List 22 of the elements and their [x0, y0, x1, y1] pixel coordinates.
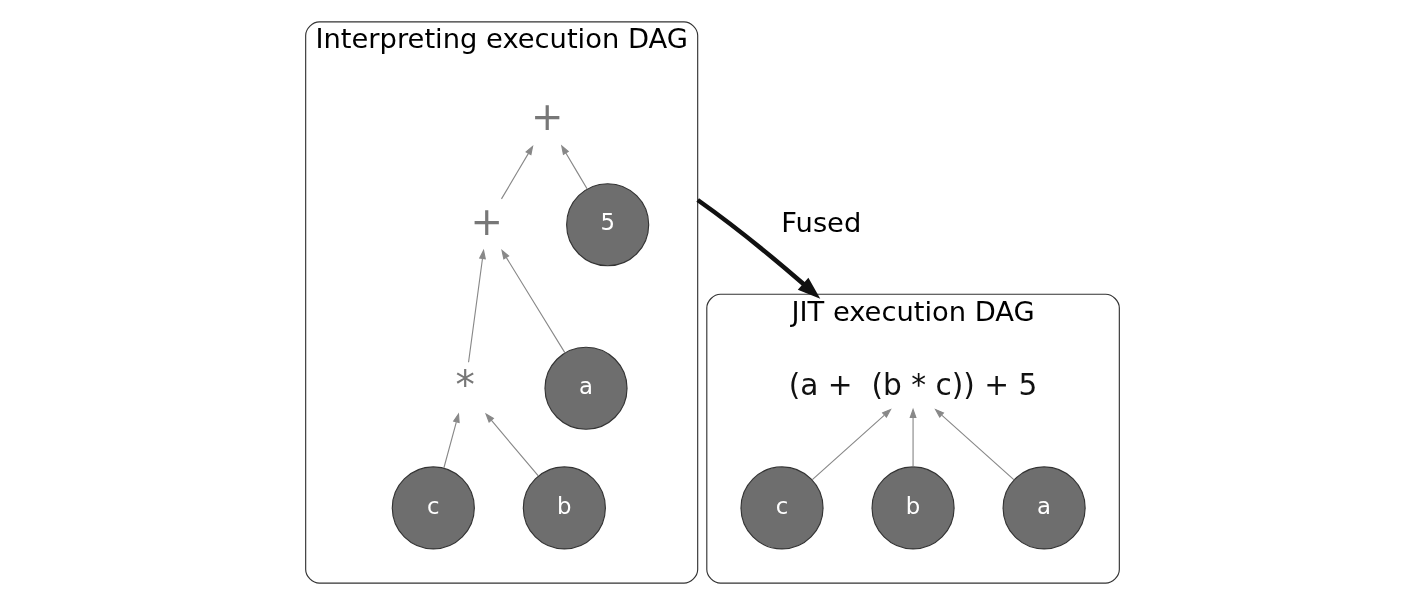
- arrow: [500, 249, 566, 354]
- node-circle: b: [870, 466, 955, 550]
- node-circle: c: [739, 466, 824, 550]
- arrow: [467, 248, 486, 363]
- node-text: *: [455, 362, 475, 408]
- arrow: [811, 408, 892, 481]
- node-circle: a: [543, 346, 628, 430]
- node-text: +: [470, 198, 503, 244]
- node-text: (a + (b * c)) + 5: [788, 368, 1037, 403]
- arrow: [560, 144, 588, 190]
- arrow: [908, 407, 917, 468]
- arrow: [695, 198, 820, 299]
- edge-label: Fused: [780, 206, 861, 238]
- arrow: [500, 144, 533, 200]
- arrow: [933, 408, 1015, 481]
- node-circle: c: [391, 466, 475, 550]
- arrow: [484, 412, 539, 477]
- node-circle: a: [1002, 466, 1086, 550]
- node-circle: b: [522, 466, 606, 550]
- node-circle: 5: [565, 183, 649, 267]
- arrow: [442, 412, 460, 469]
- node-text: +: [530, 94, 563, 140]
